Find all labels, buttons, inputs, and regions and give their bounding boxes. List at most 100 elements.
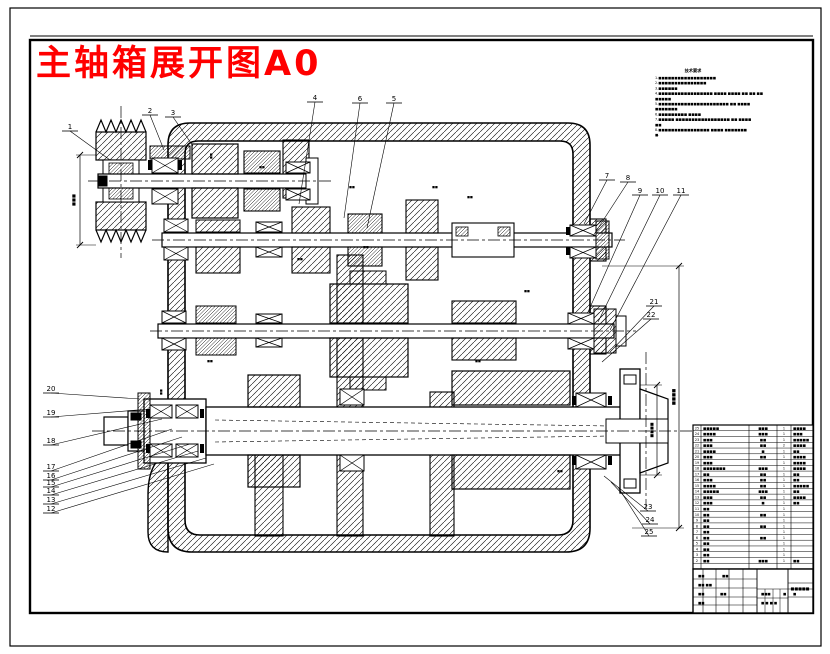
part-number: 24 (646, 516, 655, 524)
bom-spec: ■■■ (758, 432, 768, 436)
bom-qty: 1 (783, 547, 785, 551)
bom-name: ■■ (703, 507, 709, 511)
bom-qty: 1 (783, 530, 785, 534)
dim-tick (76, 151, 84, 159)
bom-qty: 1 (783, 519, 785, 523)
bom-material: ■■ (793, 449, 799, 453)
bom-material: ■■■■ (793, 426, 806, 430)
seal (566, 247, 570, 255)
part-number: 18 (47, 437, 56, 445)
bom-no: 18 (695, 467, 699, 471)
spindle-bore (605, 418, 669, 444)
leader-line (50, 418, 163, 446)
seal (572, 396, 576, 405)
bom-name: ■■■ (703, 478, 713, 482)
leader-line (583, 179, 608, 225)
leader-line (298, 101, 316, 205)
bom-spec: ■ (761, 449, 764, 453)
micro-label: ■■ (557, 469, 563, 473)
seal (146, 409, 150, 418)
bom-qty: 1 (783, 495, 785, 499)
bom-name: ■■■■ (703, 449, 716, 453)
bom-name: ■■ (703, 536, 709, 540)
seals-layer (146, 160, 612, 465)
part-number: 1 (68, 123, 72, 131)
bom-spec: ■ (761, 501, 764, 505)
titleblock-text: ■■ (698, 592, 704, 596)
bom-name: ■■■■ (703, 484, 716, 488)
bom-spec: ■■ (760, 438, 766, 442)
bom-no: 23 (695, 438, 699, 442)
leader-line (597, 194, 661, 323)
titleblock-text: ■■■■■ (791, 586, 810, 591)
flange-bolt (623, 478, 637, 489)
gear (451, 300, 517, 324)
cluster-gear (329, 283, 409, 324)
bom-spec: ■■ (760, 524, 766, 528)
dimension-text: ■■■ (71, 194, 76, 206)
part-number: 12 (47, 505, 56, 513)
seal (608, 396, 612, 405)
micro-label: ■■ (432, 185, 438, 189)
seal (572, 456, 576, 465)
bom-spec: ■■■ (758, 426, 768, 430)
bom-no: 6 (696, 536, 698, 540)
leader-line (69, 130, 111, 161)
parts-list-table: 25■■■■■■■■1■■■■24■■■■■■■1■■■23■■■■■1■■■■… (692, 424, 814, 570)
bom-spec: ■■ (760, 484, 766, 488)
notes-line: ■■■■■■■ (655, 107, 677, 111)
notes-line: 7.■■■■■ ■■■■■■■■■■■■■■■■■ ■■ ■■■■ (655, 118, 751, 122)
bom-name: ■■ (703, 524, 709, 528)
bom-qty: 1 (783, 467, 785, 471)
bom-no: 15 (695, 484, 699, 488)
bom-material: ■■■■ (793, 461, 806, 465)
notes-line: 1.■■■■■■■■■■■■■■■■■■ (655, 76, 716, 80)
bom-qty: 2 (783, 444, 785, 448)
bom-name: ■■ (703, 559, 709, 563)
bom-name: ■■ (703, 530, 709, 534)
micro-label: ■■ (349, 185, 355, 189)
part-number: 22 (647, 311, 656, 319)
bom-no: 12 (695, 501, 699, 505)
bom-outline (692, 424, 814, 570)
leader-line (610, 481, 651, 525)
gear (451, 337, 517, 361)
bom-qty: 1 (783, 478, 785, 482)
part-number: 8 (626, 174, 630, 182)
notes-line: 3.■■■■■■ (655, 86, 677, 90)
cluster-gear (329, 337, 409, 378)
leader-line (366, 102, 395, 229)
notes-line: 8.■■■■■■■■■■■■■■■■ ■■■■ ■■■■■■■ (655, 128, 747, 132)
bom-no: 10 (695, 513, 699, 517)
gear (195, 305, 237, 324)
micro-labels-layer: ■■■■■■■■■■■■■■■■■■■■■■■■ (159, 153, 563, 473)
leader-line (587, 194, 641, 313)
leader-line (609, 194, 682, 331)
titleblock-text: ■■ ■■ (698, 583, 712, 587)
bom-name: ■■■ (703, 455, 713, 459)
micro-label: ■■ (209, 153, 213, 159)
gear (195, 246, 241, 274)
bom-spec: ■■ (760, 478, 766, 482)
flange-bolt (623, 374, 637, 385)
micro-label: ■■ (297, 257, 303, 261)
part-number: 15 (47, 479, 56, 487)
bom-no: 19 (695, 461, 699, 465)
notes-heading: 技术要求 (685, 67, 703, 74)
bom-name: ■■ (703, 547, 709, 551)
title-block: ■■■■■■ ■■■■■■■■■■■■■■ ■ ■ ■■■■■■ (692, 568, 814, 614)
part-number: 2 (148, 107, 152, 115)
bom-no: 25 (695, 426, 699, 430)
bearing-cap (149, 145, 191, 160)
bom-name: ■■ (703, 472, 709, 476)
bom-qty: 1 (783, 536, 785, 540)
bom-material: ■■■ (793, 432, 803, 436)
bom-qty: 1 (783, 426, 785, 430)
bom-qty: 1 (783, 513, 785, 517)
bom-spec: ■■■ (758, 559, 768, 563)
dimension-text: ■■■■ (672, 389, 677, 406)
seal (200, 444, 204, 453)
bom-spec: ■■■ (758, 490, 768, 494)
leader-line (50, 428, 173, 472)
